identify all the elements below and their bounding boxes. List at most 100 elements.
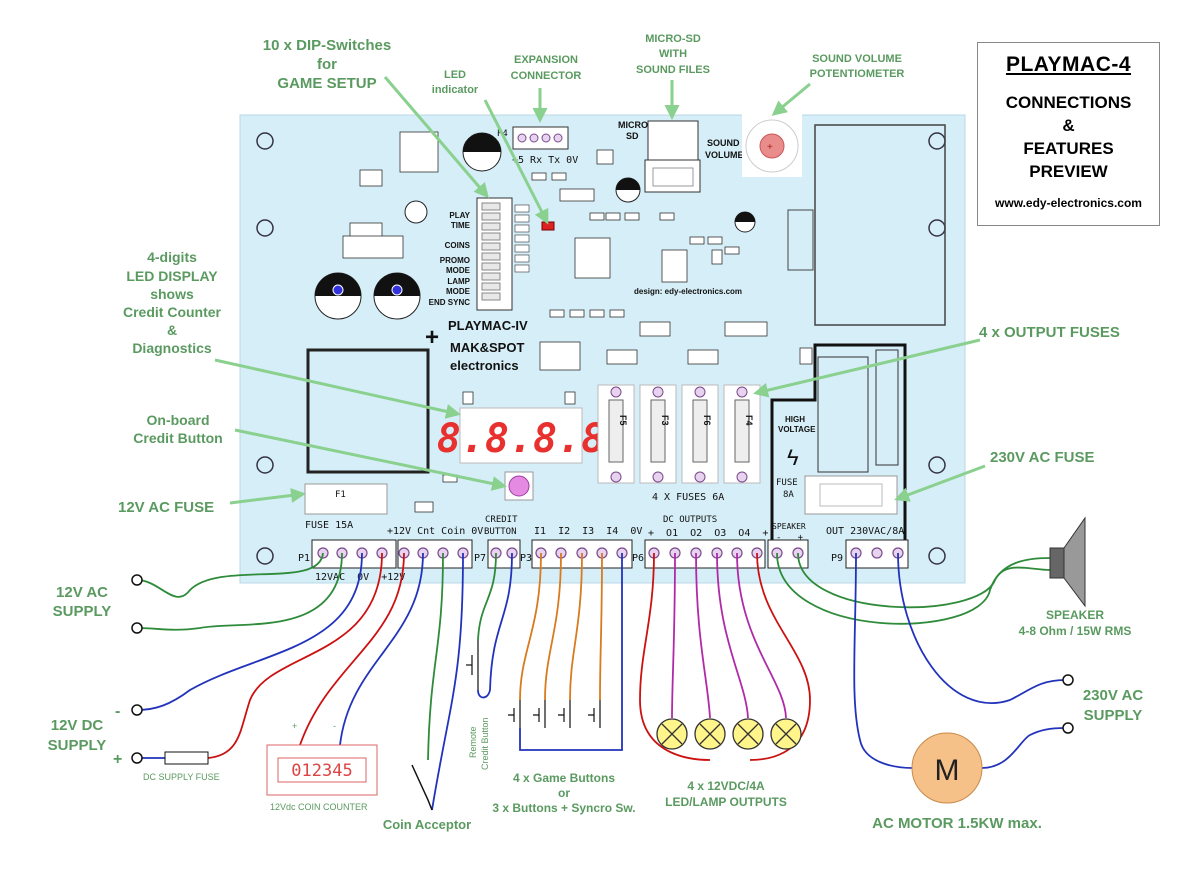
remote-button-icon [466,640,479,690]
fuse-name: F3 [660,415,670,426]
exp-callout-1: EXPANSION [514,54,578,66]
led-callout-1: LED [444,69,466,81]
disp-callout-3: shows [150,286,194,302]
game-button-icons [508,700,601,728]
dc-minus: - [115,703,120,720]
led-callout-2: indicator [432,84,479,96]
svg-text:-: - [333,721,336,731]
lamps-label-2: LED/LAMP OUTPUTS [665,795,787,809]
ac230-label-1: 230V AC [1083,687,1143,704]
credit-button[interactable] [508,475,530,497]
terminal-p2 [397,539,473,569]
small-components [342,131,813,513]
dip-label: TIME [451,221,471,230]
svg-text:+: + [292,721,297,731]
p9-label: P9 [831,553,843,564]
game-label-3: 3 x Buttons + Syncro Sw. [492,801,635,815]
dip-label: END SYNC [429,298,471,307]
callout-arrows [214,76,986,505]
brand-make: MAK&SPOT [450,340,524,355]
supply-terminals [131,574,1074,764]
coin-acceptor-label: Coin Acceptor [383,817,471,832]
terminal-blocks [311,539,909,569]
dc-fuse-label: DC SUPPLY FUSE [143,772,220,782]
relay [814,124,946,326]
p6-header: + O1 O2 O3 O4 + [648,528,768,539]
transformer-outline [306,348,430,474]
product-title: PLAYMAC-4 [1005,53,1132,76]
title-line-4: PREVIEW [1029,162,1108,181]
p6-label: P6 [632,553,644,564]
dc-plus: + [113,751,122,768]
fuse8a-label-2: 8A [783,490,794,500]
speaker-icon [1049,516,1086,608]
brand-name: PLAYMAC-IV [448,318,528,333]
title-box: PLAYMAC-4 CONNECTIONS & FEATURES PREVIEW… [977,42,1160,226]
sd-callout-1: MICRO-SD [645,33,701,45]
dip-label: MODE [446,287,471,296]
lamps-label-1: 4 x 12VDC/4A [687,779,765,793]
dip-label: LAMP [447,277,470,286]
fuse8a-label-1: FUSE [776,478,798,488]
speaker-header-1: SPEAKER [772,522,806,531]
sound-volume-label-1: SOUND [707,138,740,148]
dip-label: PROMO [440,256,470,265]
website-link[interactable]: www.edy-electronics.com [995,196,1142,210]
vol-callout-2: POTENTIOMETER [810,68,905,80]
fuse-230v [804,475,898,515]
led-indicator [541,221,555,231]
ac-supply-label-1: 12V AC [56,584,108,601]
sd-callout-3: SOUND FILES [636,64,710,76]
out230-header: OUT 230VAC/8A [826,526,904,537]
disp-callout-2: LED DISPLAY [126,268,218,284]
credit-header-2: BUTTON [484,527,517,537]
wires [136,552,1066,811]
fuse-15a-label: FUSE 15A [305,520,353,531]
exp-callout-2: CONNECTOR [511,70,582,82]
disp-callout-5: & [167,322,177,338]
p2-header: +12V Cnt Coin 0V [387,526,483,537]
coin-counter-label: 12Vdc COIN COUNTER [270,802,368,812]
dip-label: COINS [445,241,471,250]
dip-label: MODE [446,266,471,275]
motor-letter: M [935,754,960,787]
micro-sd-label-2: SD [626,131,639,141]
ac-supply-label-2: SUPPLY [53,603,112,620]
dip-callout-3: GAME SETUP [277,75,376,92]
led-display-digits: 8.8.8.8 [437,416,606,462]
p3-label: P3 [520,553,532,564]
micro-sd-label-1: MICRO [618,120,648,130]
mounting-holes [256,132,946,565]
game-label-2: or [558,786,570,800]
fuse-name: F5 [618,415,628,426]
fuses-rating: 4 X FUSES 6A [652,492,724,503]
game-label-1: 4 x Game Buttons [513,771,615,785]
dc-supply-label-1: 12V DC [51,717,104,734]
credit-header-1: CREDIT [485,515,518,525]
dip-label: PLAY [449,211,470,220]
fuse12-callout: 12V AC FUSE [118,499,214,516]
title-line-1: CONNECTIONS [1005,93,1132,112]
speaker-label-2: 4-8 Ohm / 15W RMS [1019,624,1132,638]
disp-callout-4: Credit Counter [123,304,222,320]
high-voltage-boundary [770,343,907,565]
high-voltage-label-2: VOLTAGE [778,425,816,434]
fuse230-callout: 230V AC FUSE [990,449,1094,466]
p3-header: I1 I2 I3 I4 0V [534,526,642,537]
sound-volume-label-2: VOLUME [705,150,744,160]
led-display [459,407,583,464]
title-line-2: & [1062,116,1075,135]
btn-callout-1: On-board [147,412,210,428]
title-line-3: FEATURES [1023,139,1114,158]
disp-callout-6: Diagnostics [132,340,212,356]
high-voltage-label-1: HIGH [785,415,805,424]
motor-label: AC MOTOR 1.5KW max. [872,815,1042,832]
dip-callout-2: for [317,56,337,73]
dc-outputs-label: DC OUTPUTS [663,515,717,525]
output-fuses [597,384,761,484]
terminal-p6 [644,539,766,569]
remote-label-1: Remote [468,726,478,758]
dc-supply-label-2: SUPPLY [48,737,107,754]
p1-label: P1 [298,553,310,564]
svg-text:+: + [425,324,439,351]
